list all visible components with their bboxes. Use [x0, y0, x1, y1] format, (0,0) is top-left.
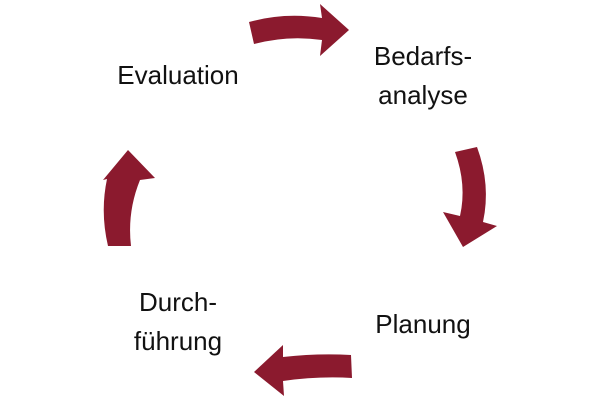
stage-durchfuehrung: Durch- führung — [134, 283, 222, 361]
stage-label-line: Durch- — [138, 287, 217, 317]
stage-label-line: Planung — [375, 309, 471, 339]
stage-label-line: Evaluation — [117, 60, 239, 90]
arrow-bedarfsanalyse-to-planung — [443, 147, 497, 247]
stage-bedarfsanalyse: Bedarfs- analyse — [374, 37, 472, 115]
arrow-durchfuehrung-to-evaluation — [103, 150, 155, 246]
arrow-evaluation-to-bedarfsanalyse — [249, 4, 349, 56]
stage-evaluation: Evaluation — [117, 56, 238, 95]
arrow-planung-to-durchfuehrung — [254, 345, 352, 396]
stage-label-line: führung — [133, 326, 223, 356]
stage-planung: Planung — [375, 305, 470, 344]
stage-label-line: Bedarfs- — [373, 41, 473, 71]
stage-label-line: analyse — [378, 80, 468, 110]
